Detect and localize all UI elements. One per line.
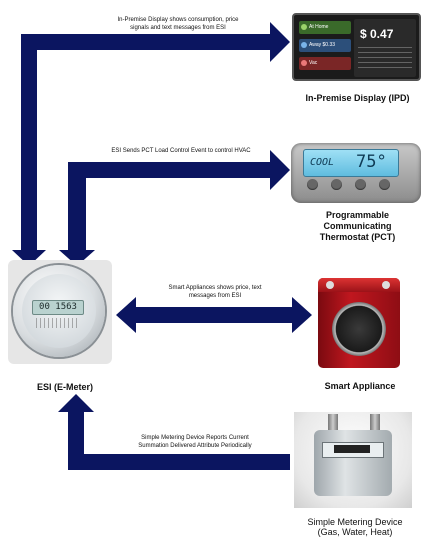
arrow-metering-to-esi [58,394,290,470]
pct-label: Programmable Communicating Thermostat (P… [319,210,396,242]
thermostat-mode: COOL [310,157,335,168]
caption-appliance: Smart Appliances shows price, text messa… [168,285,262,299]
thermostat-image: COOL 75° [291,143,421,203]
appliance-label: Smart Appliance [324,381,396,391]
pipe-icon [370,414,380,436]
arrow-esi-appliance [116,297,312,333]
ipd-label: In-Premise Display (IPD) [305,93,410,103]
metering-device-image [294,412,412,508]
meter-scale [36,318,80,328]
smart-appliance-image [318,278,400,368]
caption-pct: ESI Sends PCT Load Control Event to cont… [111,148,251,154]
meter-reading: 00 1563 [32,300,84,315]
ipd-row-label: Vac [309,60,318,66]
caption-metering: Simple Metering Device Reports Current S… [138,435,252,449]
thermostat-button-icon [355,179,366,190]
ipd-price: $ 0.47 [360,27,394,41]
appliance-control-panel [318,278,400,292]
thermostat-button-icon [331,179,342,190]
thermostat-button-icon [307,179,318,190]
knob-icon [382,281,390,289]
ipd-menu-panel: At Home Away $0.33 Vac [299,21,351,73]
status-dot-icon [301,24,307,30]
thermostat-temperature: 75° [356,152,387,172]
ipd-row: At Home [299,21,351,34]
esi-meter-image: 00 1563 [8,260,112,364]
pipe-icon [328,414,338,436]
ipd-row-label: At Home [309,24,329,30]
ipd-info-lines [358,47,412,69]
ipd-price-panel: $ 0.47 [354,19,416,77]
in-premise-display-image: At Home Away $0.33 Vac $ 0.47 [292,13,421,81]
metering-label: Simple Metering Device (Gas, Water, Heat… [307,517,403,537]
meter-counter [334,445,370,453]
meter-body [314,430,392,496]
arrow-esi-to-ipd [12,22,290,266]
ipd-row-label: Away $0.33 [309,42,336,48]
esi-label: ESI (E-Meter) [36,382,93,392]
caption-ipd: In-Premise Display shows consumption, pr… [117,17,239,31]
status-dot-icon [301,42,307,48]
thermostat-button-icon [379,179,390,190]
thermostat-screen: COOL 75° [303,149,399,177]
status-dot-icon [301,60,307,66]
ipd-row: Away $0.33 [299,39,351,52]
ipd-row: Vac [299,57,351,70]
washer-door [332,302,386,356]
arrow-esi-to-pct [59,150,290,266]
knob-icon [326,281,334,289]
